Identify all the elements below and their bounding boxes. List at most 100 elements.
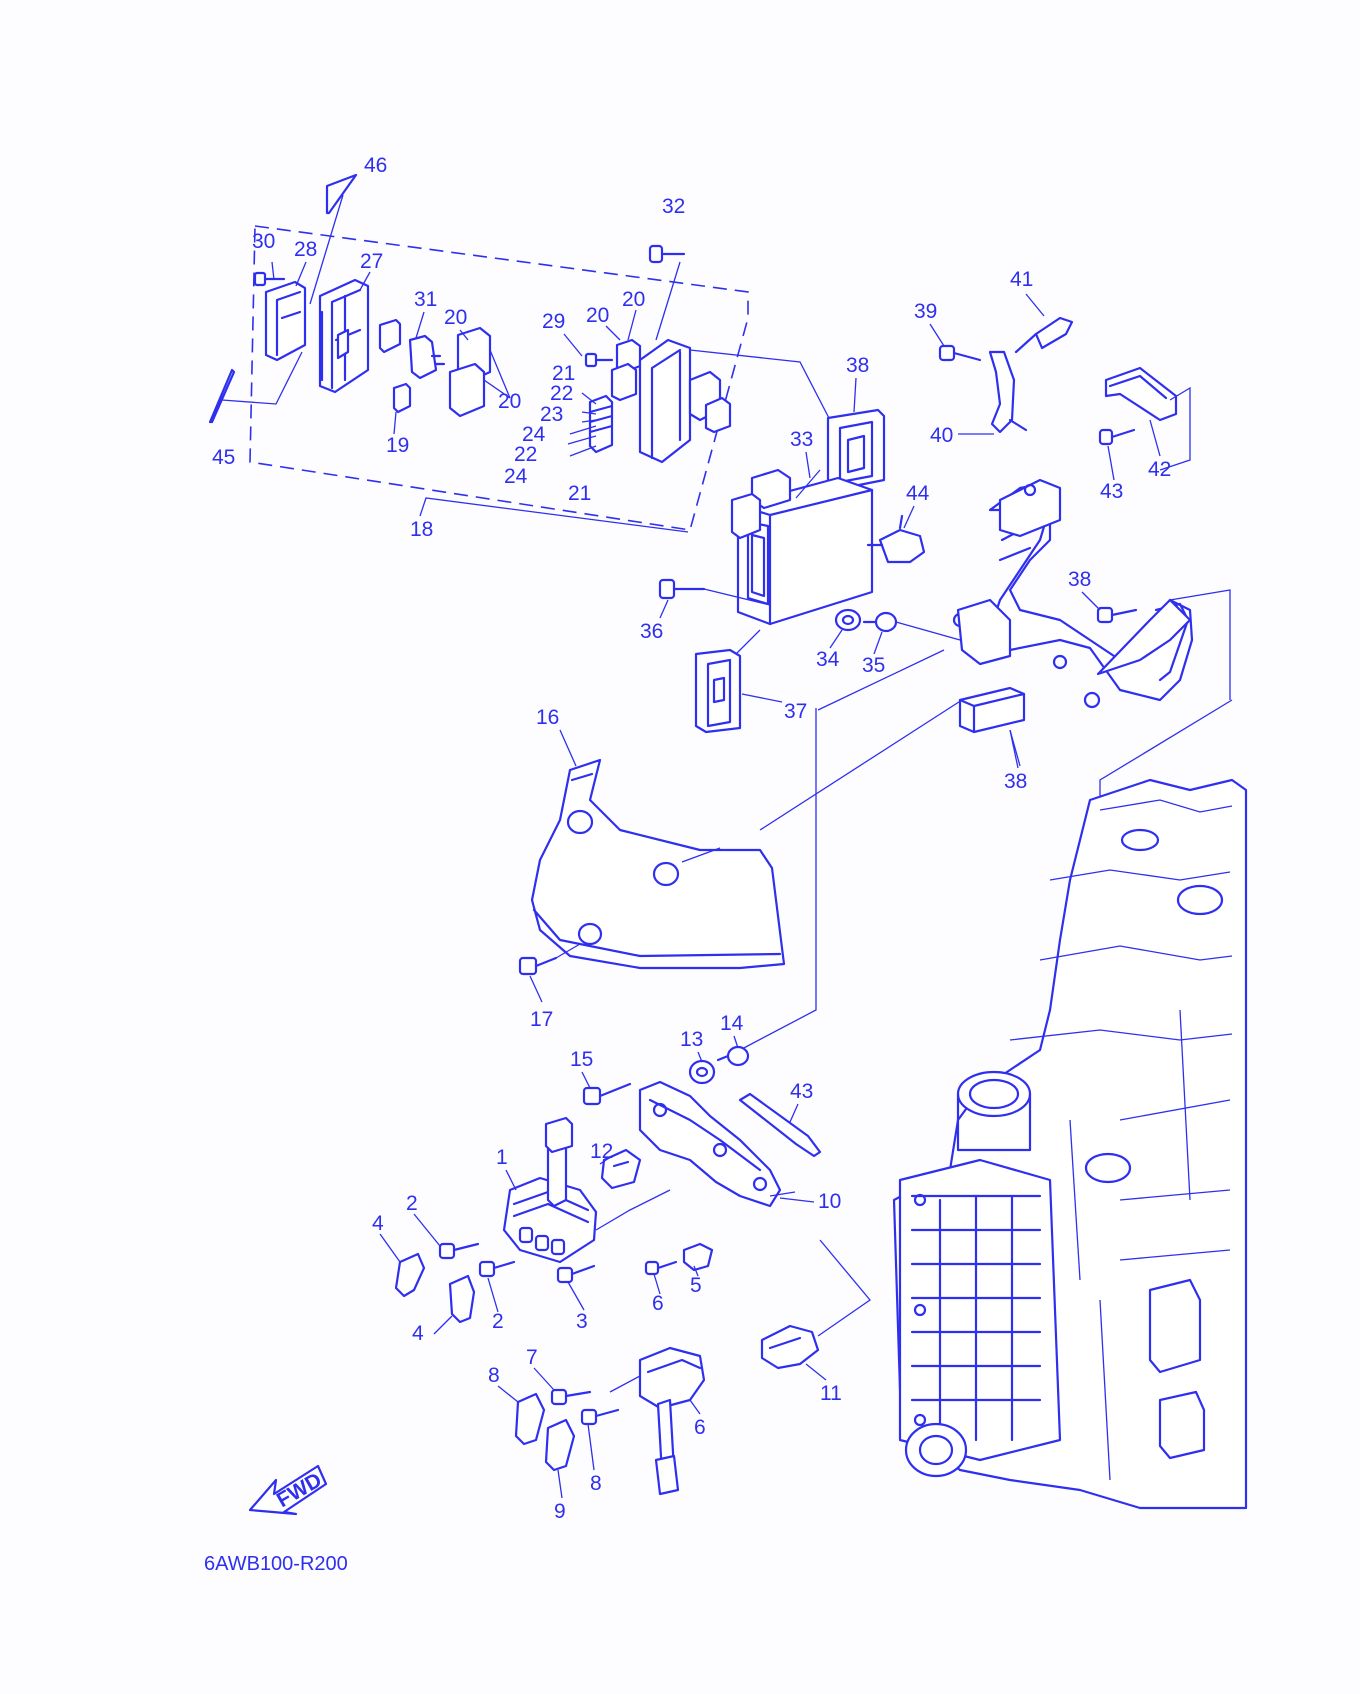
callout-2a: 2	[406, 1192, 418, 1215]
part-32-grommet	[834, 608, 862, 632]
callout-4a: 4	[372, 1212, 384, 1235]
part-29-connector	[408, 334, 446, 380]
callout-44: 44	[906, 482, 930, 505]
part-9-cap-upper	[514, 1392, 546, 1446]
callout-33: 35	[862, 654, 885, 677]
fwd-arrow: FWD	[248, 1464, 328, 1516]
part-5-ignition-coil	[609, 1346, 706, 1496]
callout-9a: 8	[488, 1364, 500, 1387]
callout-38a: 39	[914, 300, 937, 323]
leader-33	[895, 621, 961, 641]
part-46-label-flag	[309, 173, 358, 305]
callout-2b: 2	[492, 1310, 504, 1333]
part-39-stay	[988, 350, 1028, 434]
callout-8a: 7	[526, 1346, 538, 1369]
callout-17: 17	[530, 1008, 553, 1031]
part-16-cover	[530, 758, 786, 970]
part-21-24-fuse-stack	[567, 392, 614, 457]
part-8-screw-lower	[580, 1408, 620, 1426]
callout-4b: 4	[412, 1322, 424, 1345]
part-28-screw	[253, 271, 286, 287]
part-45-label-flag	[208, 351, 303, 424]
callout-28: 30	[252, 230, 275, 253]
part-36-ecu-cover	[826, 408, 886, 492]
part-8-screw-upper	[550, 1388, 592, 1406]
callout-34: 36	[640, 620, 663, 643]
part-10-bracket	[638, 1080, 796, 1208]
callout-12: 12	[590, 1140, 613, 1163]
callout-24b: 24	[504, 465, 528, 488]
callout-31: 33	[790, 428, 813, 451]
part-31-ecu	[730, 468, 874, 626]
part-6-clip	[682, 1242, 714, 1272]
callout-30: 32	[662, 195, 685, 218]
callout-45: 45	[212, 446, 235, 469]
part-27-screw	[584, 352, 614, 368]
callout-24a: 24	[522, 423, 546, 446]
part-43-cable-tie	[738, 1092, 822, 1158]
part-38-bolt-lower	[1096, 606, 1138, 624]
callout-6: 5	[690, 1274, 702, 1297]
callout-39: 40	[930, 424, 953, 447]
callout-14: 14	[720, 1012, 744, 1035]
callout-40: 41	[1010, 268, 1033, 291]
callout-21a: 21	[552, 362, 575, 385]
electrical-bracket-main	[952, 386, 1231, 709]
callout-11: 11	[820, 1382, 842, 1405]
callout-43: 43	[790, 1080, 813, 1103]
part-37-module	[958, 686, 1026, 769]
callout-27: 29	[542, 310, 565, 333]
part-42-screw	[1098, 428, 1136, 446]
part-41-cover	[1104, 366, 1178, 422]
part-38-bolt-top	[938, 344, 982, 362]
callout-35: 37	[784, 700, 807, 723]
callout-42: 43	[1100, 480, 1123, 503]
part-30-screw	[648, 244, 686, 341]
callout-7: 6	[652, 1292, 664, 1315]
callout-29: 31	[414, 288, 437, 311]
part-20-relay-set-left	[448, 326, 511, 418]
callout-38b: 38	[1068, 568, 1091, 591]
callout-41: 42	[1148, 458, 1171, 481]
callout-20c: 20	[586, 304, 609, 327]
callout-19: 19	[386, 434, 409, 457]
callout-46: 46	[364, 154, 387, 177]
fwd-label: FWD	[273, 1468, 326, 1512]
callout-8b: 8	[590, 1472, 602, 1495]
callout-13: 13	[680, 1028, 703, 1051]
drawing-code: 6AWB100-R200	[204, 1553, 348, 1575]
part-4-cap-upper	[394, 1252, 426, 1298]
part-7-screw	[644, 1260, 678, 1276]
part-11-clamp	[760, 1239, 871, 1370]
part-33-collar	[862, 611, 898, 633]
callout-20d: 20	[622, 288, 645, 311]
part-26-bracket	[264, 280, 307, 362]
part-2-screw-upper	[438, 1242, 480, 1260]
part-9-cap-lower	[544, 1418, 576, 1472]
fuse-box-assembly	[638, 338, 831, 464]
callout-22b: 22	[514, 443, 537, 466]
part-2-screw-lower	[478, 1260, 516, 1278]
callout-9b: 9	[554, 1500, 566, 1523]
callout-20a: 20	[444, 306, 467, 329]
part-34-bolt	[658, 578, 771, 606]
callout-23: 23	[540, 403, 563, 426]
part-1-ignition-coil	[502, 1116, 671, 1264]
callout-37: 38	[1004, 770, 1027, 793]
callout-22a: 22	[550, 382, 573, 405]
part-19-fuse	[378, 318, 412, 414]
callout-1: 1	[496, 1146, 508, 1169]
part-17-bolt	[518, 943, 581, 976]
part-20-relay-set-mid	[610, 338, 642, 402]
part-3-screw	[556, 1264, 596, 1284]
callout-20b: 20	[498, 390, 521, 413]
part-12-clip	[600, 1148, 642, 1190]
callout-21b: 21	[568, 482, 591, 505]
part-44-clip	[866, 514, 926, 564]
callout-10: 10	[818, 1190, 841, 1213]
part-13-grommet	[688, 1059, 716, 1085]
callout-3: 3	[576, 1310, 588, 1333]
part-15-bolt	[582, 1082, 632, 1106]
